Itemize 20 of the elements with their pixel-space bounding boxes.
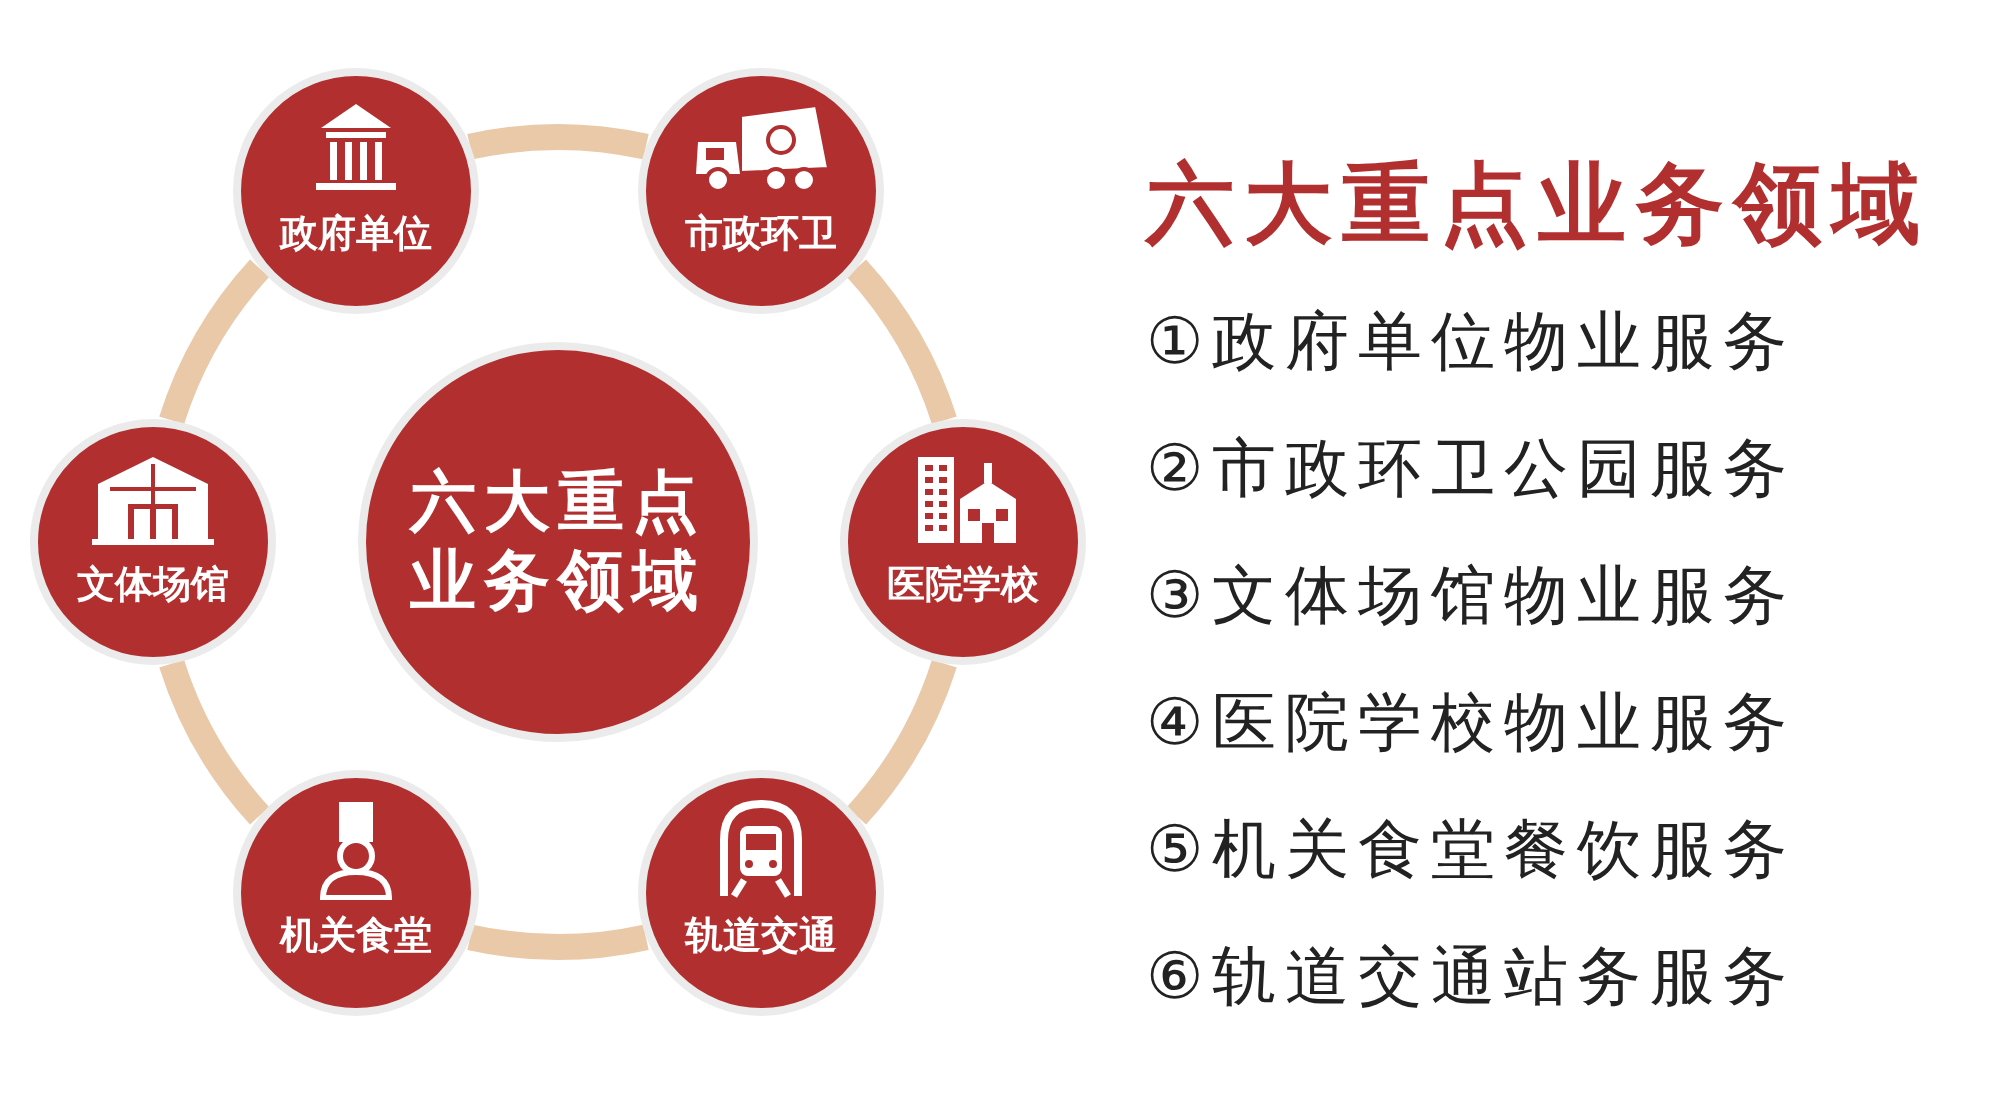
service-item: ⑤机关食堂餐饮服务 <box>1146 811 1797 888</box>
category-label: 政府单位 <box>278 210 433 258</box>
service-item: ③文体场馆物业服务 <box>1146 557 1797 634</box>
category-label: 市政环卫 <box>683 210 838 258</box>
service-item: ⑥轨道交通站务服务 <box>1146 938 1797 1015</box>
ring-arc <box>159 659 270 825</box>
category-label: 轨道交通 <box>683 911 838 959</box>
category-label: 文体场馆 <box>76 561 230 608</box>
ring-arc <box>159 259 270 425</box>
center-title: 六大重点业务领域 <box>408 462 707 621</box>
category-label: 医院学校 <box>886 561 1040 608</box>
service-item: ②市政环卫公园服务 <box>1146 430 1797 507</box>
service-item: ④医院学校物业服务 <box>1146 684 1797 761</box>
category-label: 机关食堂 <box>278 911 433 959</box>
ring-arc <box>468 124 648 160</box>
ring-arc <box>468 924 648 960</box>
heading: 六大重点业务领域 <box>1146 151 1930 257</box>
service-item: ①政府单位物业服务 <box>1146 303 1797 380</box>
ring-arc <box>846 659 957 825</box>
ring-arc <box>846 259 957 425</box>
